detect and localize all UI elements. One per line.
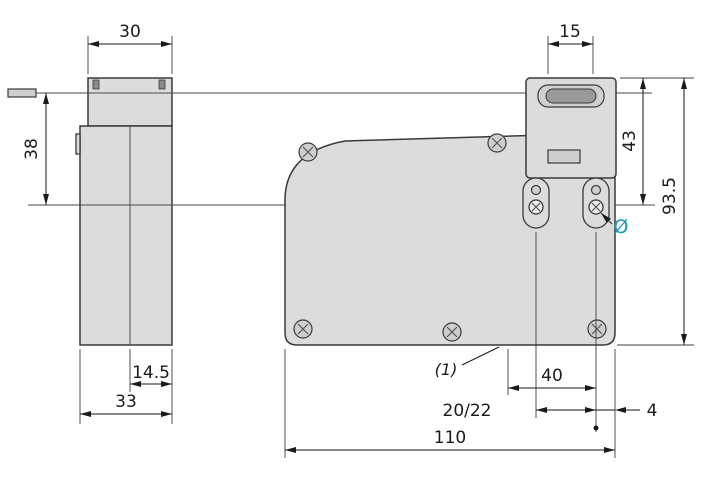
dim-head-top-to-hole-axis-label: 43 <box>620 130 640 152</box>
screw-bottom-right <box>587 319 607 339</box>
side-view-body-step <box>75 133 81 155</box>
screw-top-right <box>487 133 507 153</box>
dim-body-depth-inner: 14.5 <box>129 349 173 424</box>
dim-head-slot-width: 15 <box>547 22 594 74</box>
dim-axis-to-edge-label: 4 <box>647 401 658 421</box>
dim-hole-diameter-label: Ø <box>614 216 629 238</box>
screw-top-left <box>298 142 318 162</box>
footnote-marker-label: (1) <box>435 360 458 379</box>
dim-head-slot-width-label: 15 <box>559 22 581 42</box>
dim-pin-to-hole-axis-label: 38 <box>22 138 42 160</box>
footnote-callout: (1) <box>435 346 500 379</box>
dim-total-width: 110 <box>284 349 615 458</box>
dim-hole-spacing-label: 20/22 <box>443 401 492 421</box>
cover-screws <box>293 133 607 342</box>
side-view-head-slot-left <box>92 79 100 90</box>
lobe-left-small-hole <box>530 184 542 196</box>
head-label-plate <box>547 149 581 164</box>
entry-lobe-left <box>522 177 550 229</box>
reference-dot <box>593 425 599 431</box>
entry-lobe-right <box>582 177 610 229</box>
screw-bottom-left <box>293 319 313 339</box>
head-slot-inner <box>545 88 597 104</box>
dim-body-depth-label: 33 <box>115 392 137 412</box>
dim-axis-to-axis: 40 <box>507 232 597 432</box>
side-view <box>75 77 173 346</box>
dim-hole-spacing: 20/22 <box>443 232 596 421</box>
side-view-body <box>79 125 173 346</box>
dim-axis-to-axis-label: 40 <box>541 366 563 386</box>
lobe-right-hole-mark <box>591 202 601 212</box>
dim-pin-to-hole-axis: 38 <box>22 93 49 205</box>
screw-bottom-center <box>442 322 462 342</box>
dim-axis-to-edge: 4 <box>593 349 658 458</box>
dim-head-width-label: 30 <box>119 22 141 42</box>
lobe-right-small-hole <box>590 184 602 196</box>
side-view-actuator-pin <box>7 88 37 98</box>
dim-head-width: 30 <box>87 22 173 74</box>
front-view <box>284 77 617 346</box>
side-view-head <box>87 77 173 127</box>
dim-body-depth-inner-label: 14.5 <box>132 363 170 383</box>
dim-hole-diameter: Ø <box>600 212 629 238</box>
dim-body-depth: 33 <box>79 349 172 424</box>
lobe-left-hole-mark <box>531 202 541 212</box>
dim-total-height: 93.5 <box>617 78 694 346</box>
dim-head-top-to-hole-axis: 43 <box>620 77 694 205</box>
dim-total-height-label: 93.5 <box>660 177 680 215</box>
side-view-head-slot-right <box>158 79 166 90</box>
dim-total-width-label: 110 <box>434 428 466 448</box>
